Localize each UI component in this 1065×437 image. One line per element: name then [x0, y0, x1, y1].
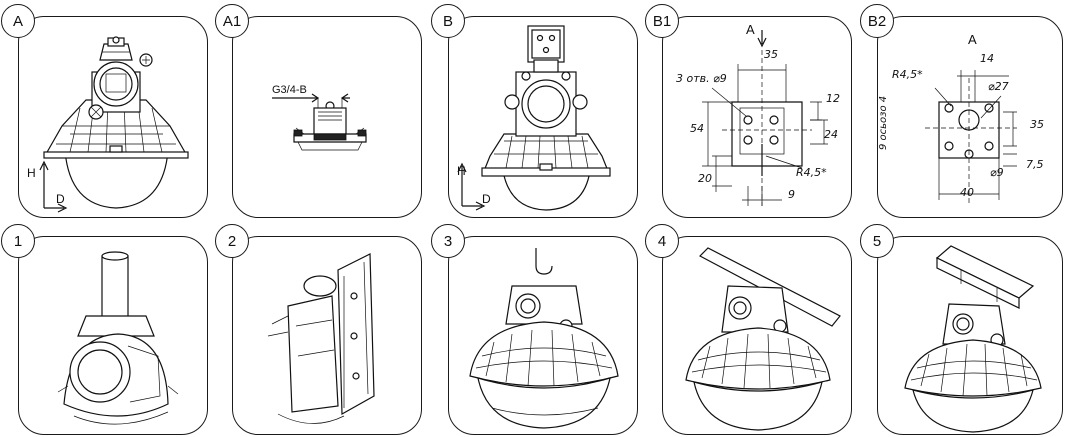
drawing-a [39, 36, 189, 213]
badge-4: 4 [645, 224, 679, 258]
badge-2: 2 [215, 224, 249, 258]
dim-24-b1: 24 [824, 128, 838, 141]
axis-h-label-b: H [457, 164, 466, 178]
drawing-b1 [702, 30, 828, 206]
badge-1: 1 [1, 224, 35, 258]
badge-5: 5 [860, 224, 894, 258]
dim-9-b1: 9 [788, 188, 795, 201]
dim-40-b2: 40 [960, 186, 974, 199]
drawing-5 [904, 245, 1042, 433]
axis-d-label-b: D [482, 192, 491, 206]
dim-axis-b2: 9 осьозо 4 [878, 95, 889, 150]
drawing-4 [685, 247, 841, 431]
drawing-2 [267, 253, 375, 424]
badge-b1: B1 [645, 4, 679, 38]
axis-h-label-a: H [27, 166, 36, 180]
drawing-b [457, 25, 611, 211]
drawing-1 [57, 251, 179, 425]
thread-label: G3/4-B [272, 84, 307, 96]
badge-b: B [431, 4, 465, 38]
dim-27-b2: ⌀27 [988, 80, 1009, 93]
dim-r45-b2: R4,5* [892, 68, 923, 81]
dim-r45-b1: R4,5* [796, 166, 827, 179]
dim-54-b1: 54 [690, 122, 704, 135]
dim-12-b1: 12 [826, 92, 840, 105]
badge-b2: B2 [860, 4, 894, 38]
view-label-b1: A [746, 22, 755, 37]
axis-d-label-a: D [56, 192, 65, 206]
dim-35-b2: 35 [1030, 118, 1044, 131]
dim-20-b1: 20 [698, 172, 712, 185]
dim-75-b2: 7,5 [1026, 158, 1044, 171]
dim-9-b2: ⌀9 [990, 166, 1004, 179]
drawing-3 [469, 248, 619, 429]
dim-14-b2: 14 [980, 52, 994, 65]
badge-3: 3 [431, 224, 465, 258]
drawing-b2 [925, 70, 1017, 206]
dim-35-b1: 35 [764, 48, 778, 61]
drawing-a1 [272, 93, 367, 151]
dim-holes-b1: 3 отв. ⌀9 [676, 72, 727, 85]
badge-a1: A1 [215, 4, 249, 38]
badge-a: A [1, 4, 35, 38]
view-label-b2: A [968, 32, 977, 47]
